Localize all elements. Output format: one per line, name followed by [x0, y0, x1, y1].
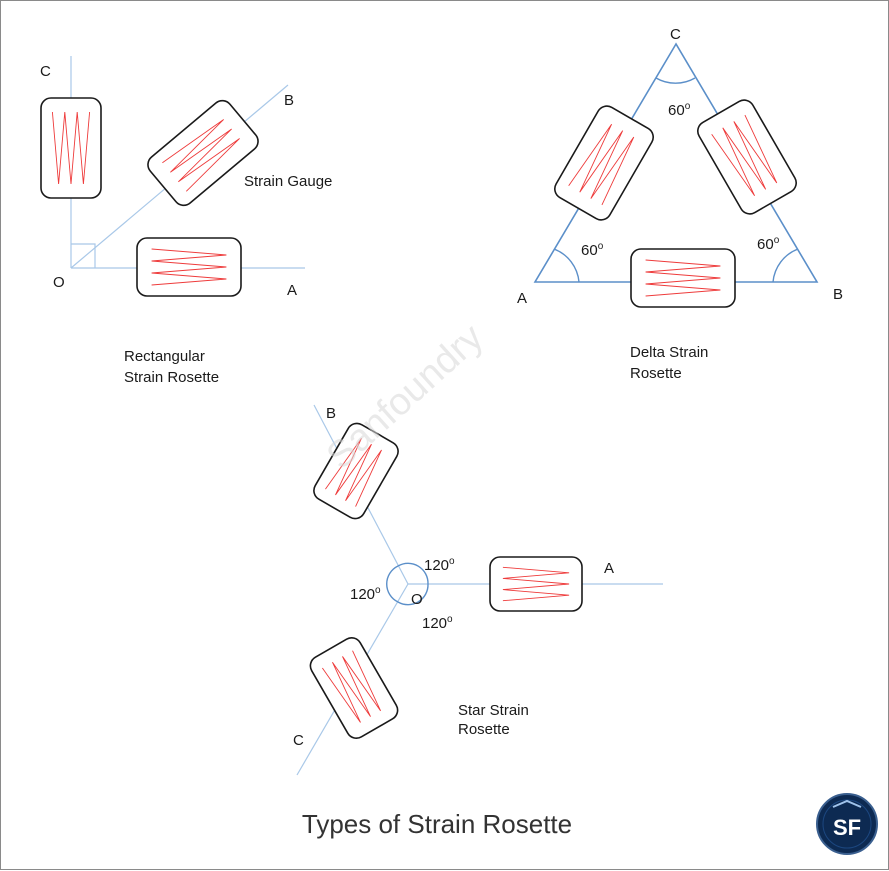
logo-text: SF	[833, 815, 861, 840]
gauge-body	[309, 637, 399, 739]
delta-label-b: B	[833, 286, 843, 303]
delta-caption-line1: Delta Strain	[630, 344, 708, 361]
star-angle-label-1: 120o	[424, 556, 455, 574]
gauge-grid-wire	[325, 438, 382, 507]
gauge-grid-wire	[322, 650, 382, 723]
angle-arc-ca	[397, 583, 429, 606]
rectangular-caption-line1: Rectangular	[124, 348, 205, 365]
strain-gauge-c	[40, 97, 102, 199]
star-label-c: C	[293, 732, 304, 749]
gauge-body	[630, 248, 736, 308]
angle-label-left: 60o	[581, 241, 604, 259]
star-label-a: A	[604, 560, 614, 577]
delta-label-a: A	[517, 290, 527, 307]
gauge-grid-wire	[162, 119, 240, 192]
angle-arc-ab	[397, 562, 429, 585]
gauge-body	[40, 97, 102, 199]
book-icon	[832, 799, 862, 808]
rectangular-rosette: C B O A Strain Gauge Rectangular Strain …	[40, 56, 332, 386]
star-caption-line1: Star Strain	[458, 702, 529, 719]
angle-arc-bc	[386, 565, 399, 603]
star-label-b: B	[326, 405, 336, 422]
angle-arc-top	[655, 77, 696, 84]
strain-gauge-right	[697, 99, 797, 215]
strain-gauge-left	[554, 105, 654, 221]
gauge-body	[147, 99, 259, 207]
watermark: Sanfoundry	[319, 316, 492, 477]
gauge-grid-wire	[502, 566, 570, 602]
right-angle-mark	[71, 243, 96, 268]
gauge-body	[136, 237, 242, 297]
delta-caption-line2: Rosette	[630, 365, 682, 382]
star-angle-label-2: 120o	[350, 585, 381, 603]
star-label-origin: O	[411, 591, 423, 608]
delta-rosette: C A B 60o 60o 60o Delta Strain Rosette	[517, 26, 843, 382]
gauge-grid-wire	[711, 114, 778, 197]
star-angle-label-3: 120o	[422, 614, 453, 632]
star-rosette: B A O C 120o 120o 120o Star Strain Roset…	[293, 404, 663, 776]
label-c: C	[40, 63, 51, 80]
star-gauge-a	[489, 556, 583, 612]
strain-gauge-label: Strain Gauge	[244, 173, 332, 190]
star-gauge-b	[313, 422, 399, 520]
angle-arc-left	[553, 248, 580, 283]
label-origin: O	[53, 274, 65, 291]
gauge-body	[554, 105, 654, 221]
gauge-body	[489, 556, 583, 612]
star-gauge-c	[309, 637, 399, 739]
label-a: A	[287, 282, 297, 299]
strain-gauge-b	[147, 99, 259, 207]
star-caption-line2: Rosette	[458, 721, 510, 738]
gauge-grid-wire	[645, 259, 721, 297]
angle-label-top: 60o	[668, 101, 691, 119]
gauge-grid-wire	[51, 111, 91, 185]
label-b: B	[284, 92, 294, 109]
strain-gauge-a	[136, 237, 242, 297]
rectangular-caption-line2: Strain Rosette	[124, 369, 219, 386]
figure-title: Types of Strain Rosette	[302, 809, 572, 839]
gauge-grid-wire	[568, 123, 635, 206]
angle-label-right: 60o	[757, 235, 780, 253]
gauge-grid-wire	[151, 248, 227, 286]
gauge-body	[697, 99, 797, 215]
angle-arc-right	[772, 248, 799, 283]
gauge-body	[313, 422, 399, 520]
strain-gauge-bottom	[630, 248, 736, 308]
delta-label-c: C	[670, 26, 681, 43]
sanfoundry-logo: SF	[816, 793, 878, 855]
